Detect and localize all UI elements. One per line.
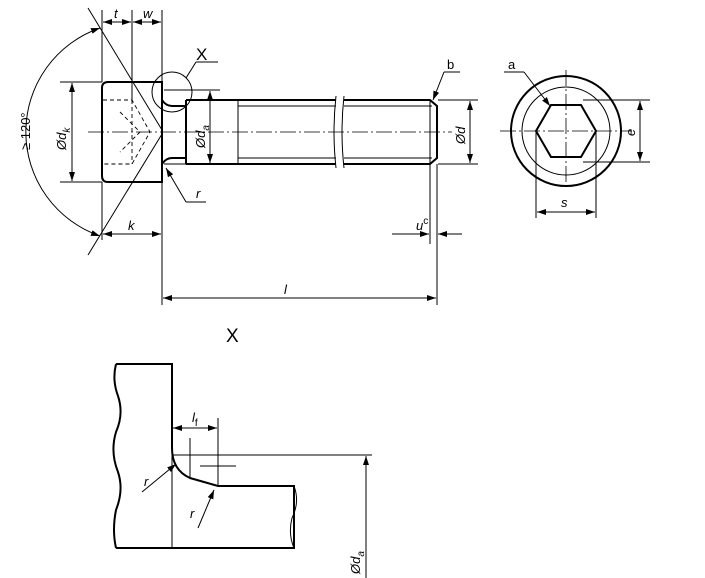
t-label: t bbox=[114, 6, 119, 21]
chamfer-line-lower bbox=[87, 133, 163, 256]
detail-leader bbox=[185, 61, 197, 79]
lf-label: lf bbox=[192, 410, 198, 429]
angle-label: ≥ 120° bbox=[18, 112, 33, 150]
d-label: Ød bbox=[453, 126, 468, 145]
side-view: ≥ 120° X t w Ødk Øda Ød bbox=[18, 6, 478, 305]
r2-label: r bbox=[190, 506, 195, 521]
r1-label: r bbox=[144, 474, 149, 489]
end-view: a e s bbox=[500, 57, 650, 218]
b-label: b bbox=[447, 57, 454, 72]
r-leader bbox=[165, 167, 187, 203]
angle-arc bbox=[25, 27, 101, 237]
detail-circle bbox=[151, 71, 193, 113]
thread-lines bbox=[237, 100, 432, 164]
e-label: e bbox=[623, 129, 638, 136]
chamfer-line-upper bbox=[87, 7, 163, 131]
l-label: l bbox=[284, 282, 288, 297]
r1-leader bbox=[141, 463, 177, 493]
r2-leader bbox=[197, 489, 215, 529]
k-label: k bbox=[128, 218, 136, 233]
detail-view: X lf Øda r r bbox=[112, 326, 372, 578]
da2-label: Øda bbox=[348, 551, 367, 575]
detail-outline bbox=[112, 363, 295, 549]
da-label: Øda bbox=[193, 125, 212, 149]
dk-label: Ødk bbox=[54, 127, 73, 151]
shank-break bbox=[289, 485, 298, 549]
screw-head bbox=[101, 81, 163, 183]
a-label: a bbox=[508, 57, 516, 72]
underhead-neck bbox=[161, 99, 186, 165]
u-label: uc bbox=[416, 216, 428, 233]
detail-marker-label: X bbox=[196, 45, 207, 64]
r-label: r bbox=[196, 186, 201, 201]
s-label: s bbox=[561, 195, 568, 210]
a-leader bbox=[523, 71, 551, 107]
b-leader bbox=[432, 71, 445, 101]
w-label: w bbox=[143, 6, 154, 21]
detail-title: X bbox=[226, 326, 239, 347]
